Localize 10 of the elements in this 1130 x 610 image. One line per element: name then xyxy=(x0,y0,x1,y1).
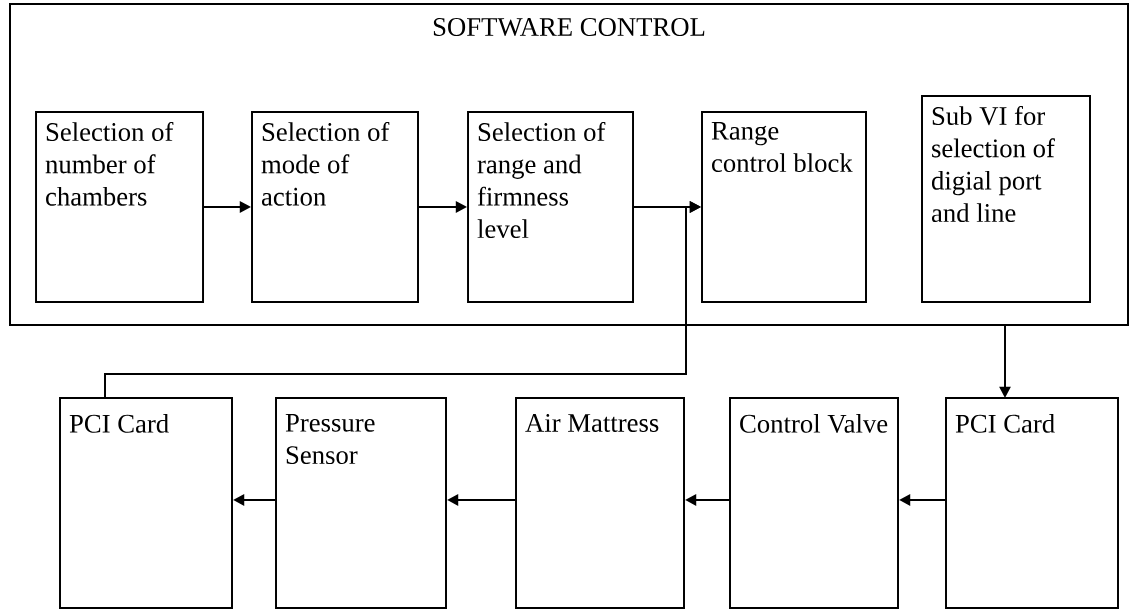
process-box: Pressure Sensor xyxy=(275,397,447,609)
process-box: PCI Card xyxy=(945,397,1119,609)
process-box: Control Valve xyxy=(729,397,899,609)
process-box: Range control block xyxy=(701,111,867,303)
process-box: Selection of range and firmness level xyxy=(467,111,634,303)
process-box: Selection of number of chambers xyxy=(35,111,204,303)
process-box: PCI Card xyxy=(59,397,233,609)
process-box: Selection of mode of action xyxy=(251,111,419,303)
process-box: Air Mattress xyxy=(515,397,685,609)
process-box: Sub VI for selection of digial port and line xyxy=(921,95,1091,303)
